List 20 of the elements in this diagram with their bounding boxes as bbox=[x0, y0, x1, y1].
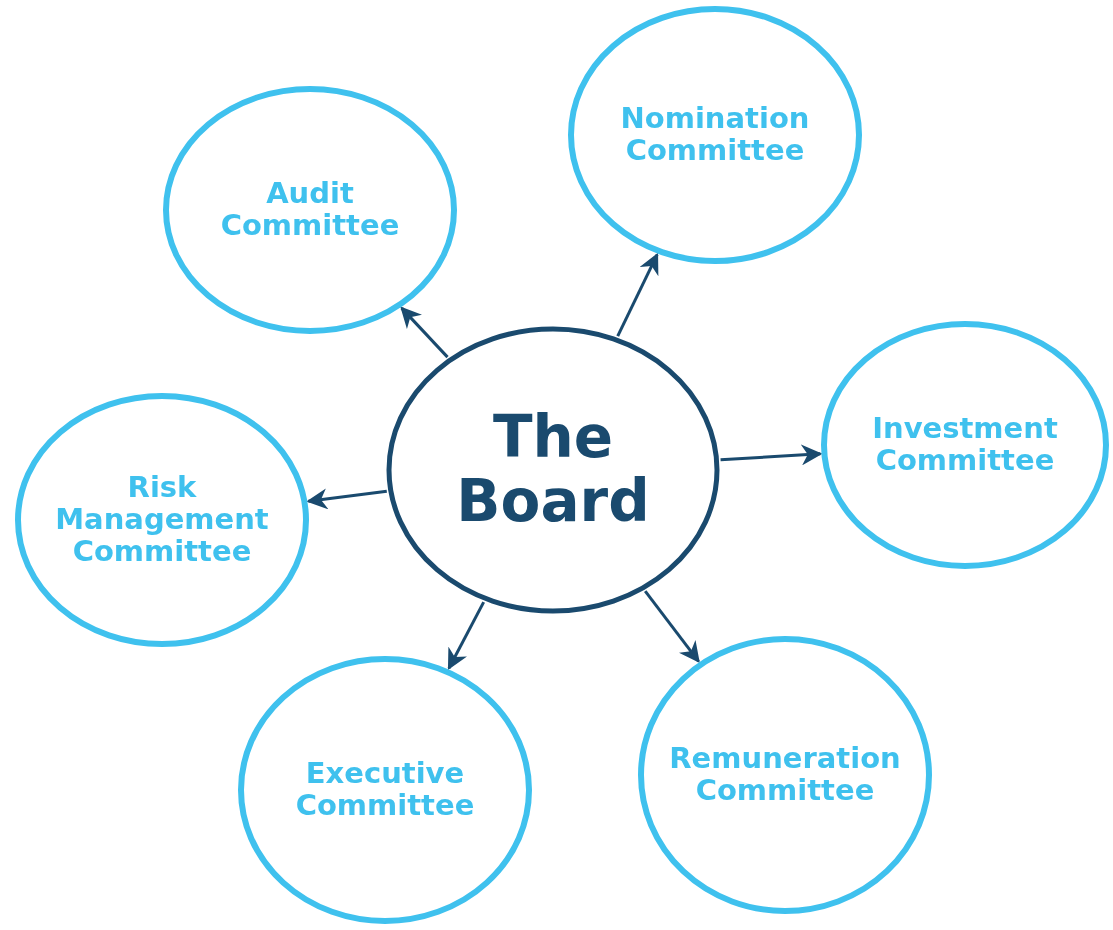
arrow bbox=[720, 444, 823, 466]
committee-circle bbox=[162, 85, 458, 335]
committee-circle bbox=[567, 5, 863, 265]
committee-circle bbox=[820, 320, 1110, 570]
committee-name: Nomination Committee bbox=[619, 103, 811, 167]
committee-circle bbox=[237, 655, 533, 925]
arrow bbox=[644, 590, 700, 664]
committee-name: Audit Committee bbox=[219, 178, 401, 242]
committee-circle bbox=[637, 635, 933, 915]
arrow bbox=[306, 488, 387, 510]
committee-name: Remuneration Committee bbox=[668, 743, 902, 807]
arrow bbox=[400, 306, 449, 359]
committee-circle bbox=[14, 392, 310, 648]
arrow bbox=[616, 252, 659, 337]
committee-name: Executive Committee bbox=[294, 758, 476, 822]
board-title: The Board bbox=[455, 406, 651, 534]
board-circle bbox=[385, 325, 721, 615]
committee-name: Investment Committee bbox=[871, 413, 1059, 477]
arrow bbox=[447, 601, 485, 671]
committee-name: Risk Management Committee bbox=[54, 472, 270, 568]
